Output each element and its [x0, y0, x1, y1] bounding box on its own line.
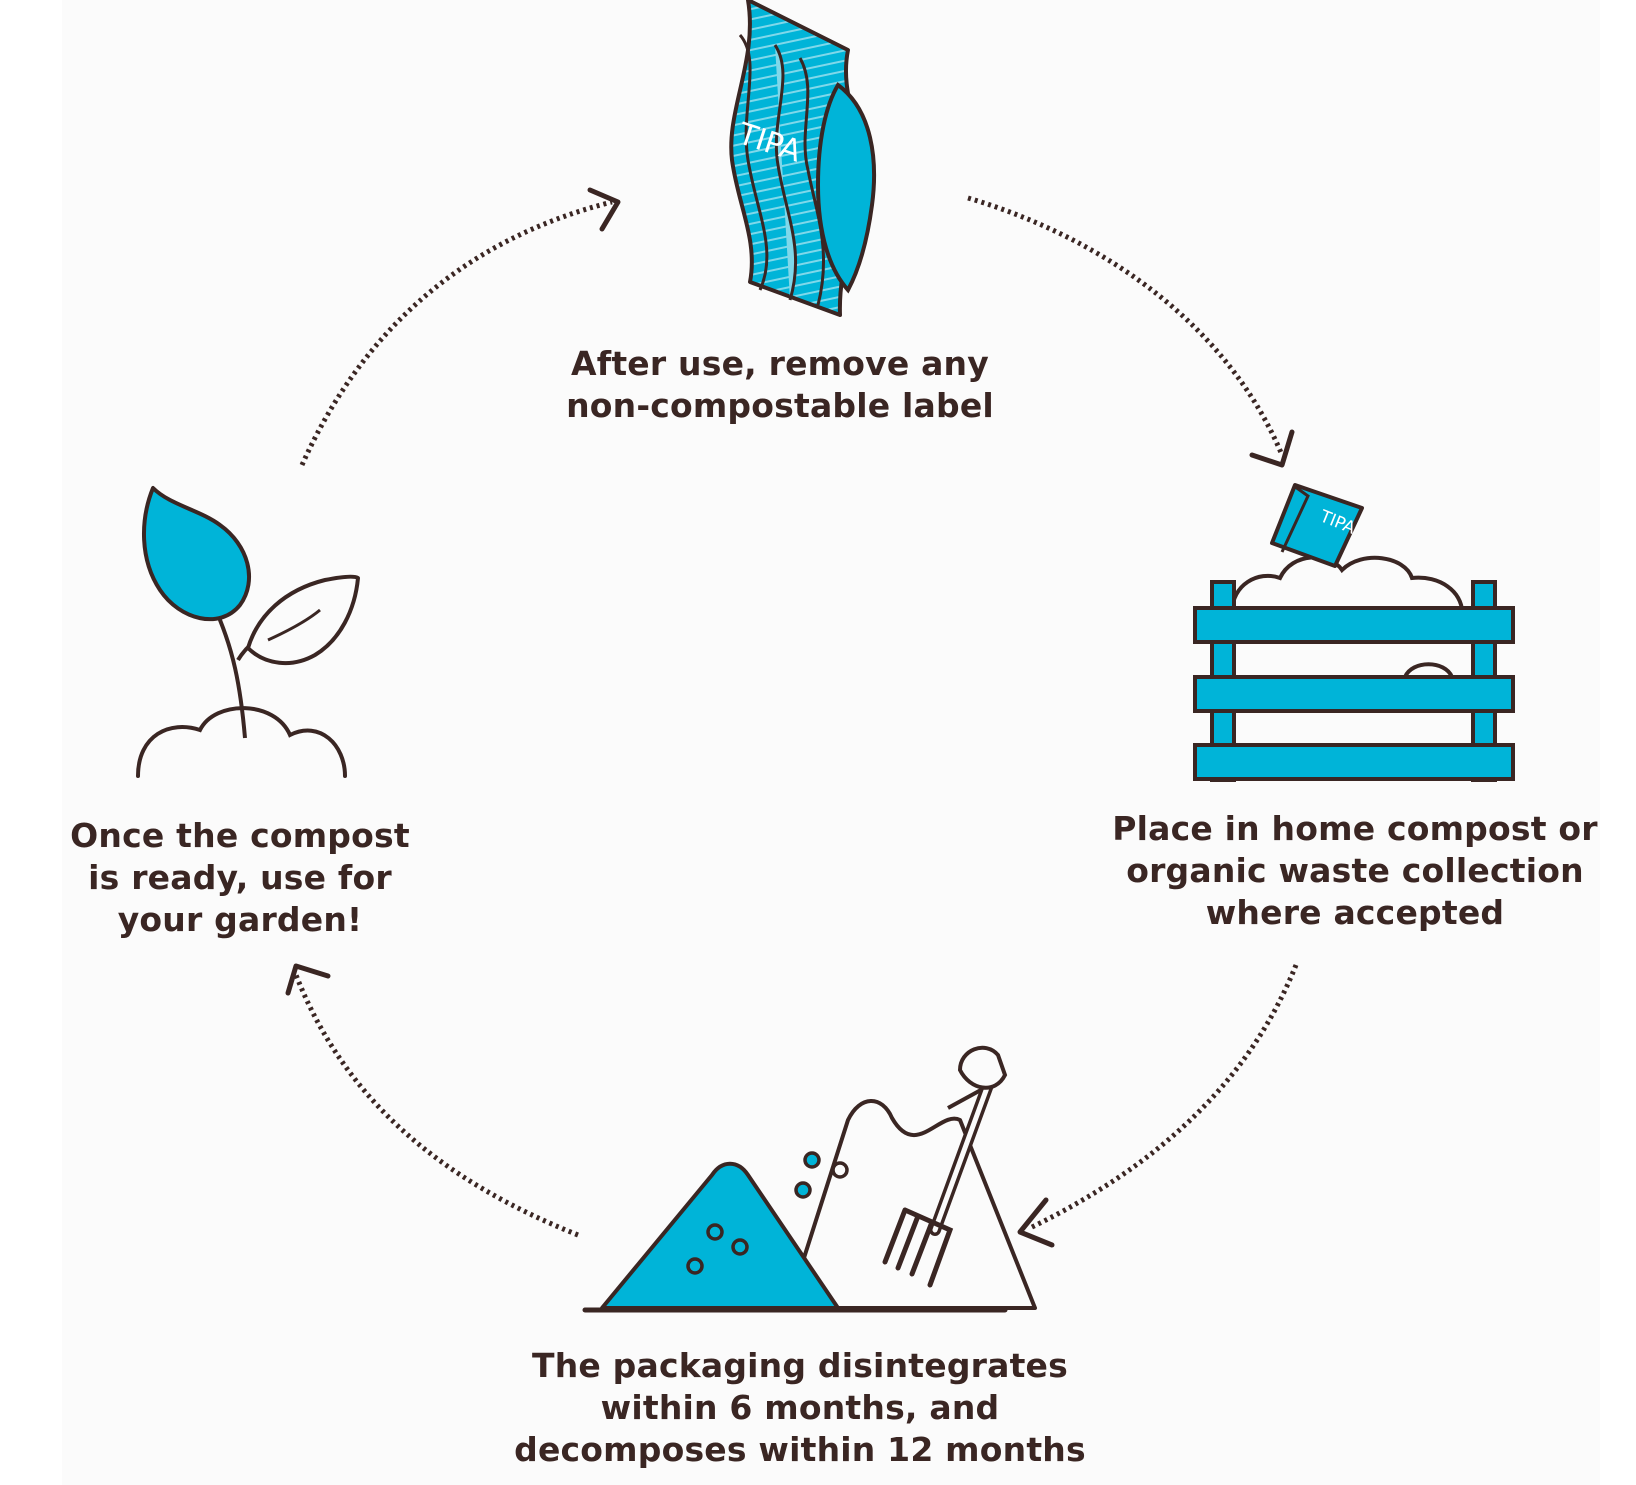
step-1-line: non-compostable label — [566, 386, 994, 425]
step-4-caption: Once the compost is ready, use for your … — [40, 815, 440, 941]
step-3-line: within 6 months, and — [600, 1388, 1000, 1427]
arrow-sprout-to-pouch — [299, 187, 621, 467]
pitchfork-icon — [882, 1045, 1008, 1288]
step-2-caption: Place in home compost or organic waste c… — [1100, 808, 1610, 934]
arrow-pile-to-sprout — [285, 963, 579, 1238]
step-2-line: where accepted — [1205, 893, 1505, 932]
compost-bin-icon: TIPA — [1193, 483, 1515, 782]
arrow-pouch-to-bin — [967, 195, 1295, 468]
step-2-line: Place in home compost or — [1112, 809, 1598, 848]
sprout-icon — [136, 486, 360, 778]
step-2-line: organic waste collection — [1126, 851, 1584, 890]
step-3-line: The packaging disintegrates — [532, 1346, 1068, 1385]
step-1-line: After use, remove any — [571, 344, 989, 383]
small-pouch-icon: TIPA — [1270, 483, 1364, 568]
compostable-pouch-icon: TIPA — [729, 0, 876, 317]
step-4-line: is ready, use for — [88, 858, 392, 897]
step-3-caption: The packaging disintegrates within 6 mon… — [480, 1345, 1120, 1471]
step-4-line: Once the compost — [70, 816, 410, 855]
step-4-line: your garden! — [117, 900, 363, 939]
step-1-caption: After use, remove any non-compostable la… — [530, 343, 1030, 427]
arrow-bin-to-pile — [1017, 964, 1299, 1248]
compost-pile-icon — [582, 1045, 1037, 1313]
step-3-line: decomposes within 12 months — [514, 1430, 1086, 1469]
